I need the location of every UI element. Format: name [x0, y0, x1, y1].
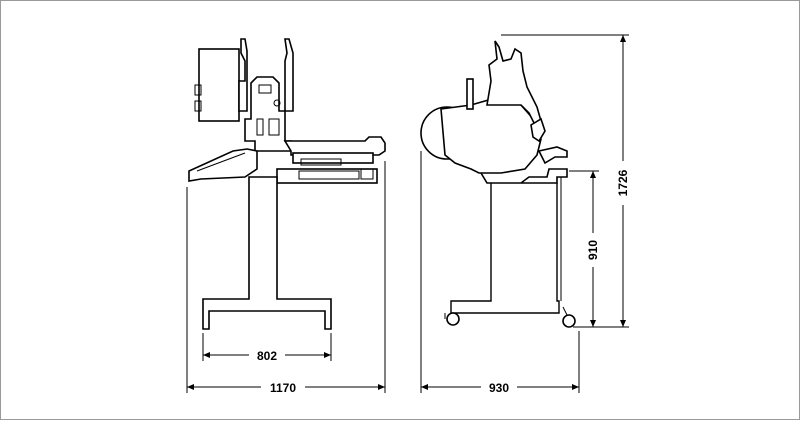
front-carriage — [292, 152, 374, 164]
side-caster-left — [446, 312, 460, 326]
front-motor-housing — [198, 48, 240, 122]
front-stand — [202, 176, 332, 330]
front-slicing-arm — [283, 136, 386, 156]
front-dimensions: 802 1170 — [186, 161, 386, 395]
dim-side-table-height: 910 — [586, 240, 600, 260]
side-dimensions: 930 910 1726 — [420, 34, 630, 395]
front-head — [244, 76, 292, 152]
side-view — [420, 40, 576, 328]
dim-side-depth: 930 — [489, 381, 509, 395]
front-right-chute — [284, 38, 294, 112]
dim-front-base-width: 802 — [257, 349, 277, 363]
side-caster-right — [562, 314, 576, 328]
dim-side-overall-height: 1726 — [616, 169, 630, 196]
dim-front-overall-width: 1170 — [270, 381, 296, 395]
front-view — [188, 38, 386, 330]
front-feed-tray — [188, 148, 258, 182]
side-stand — [450, 183, 560, 314]
front-left-chute — [238, 38, 248, 112]
side-handle — [537, 146, 568, 165]
side-table — [480, 168, 568, 184]
